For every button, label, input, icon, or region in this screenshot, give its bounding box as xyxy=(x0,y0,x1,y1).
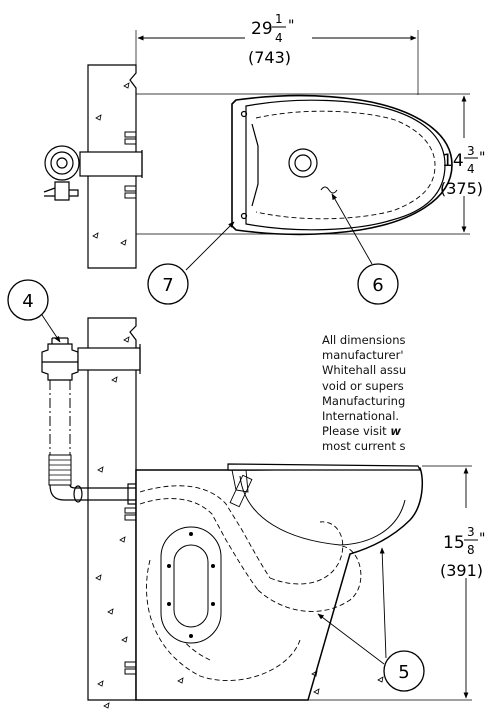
dim-width-unit: " xyxy=(479,150,485,166)
note-line-7: Please visit w xyxy=(322,424,491,439)
dim-height-whole: 15 xyxy=(443,533,465,553)
wall-hatch-side xyxy=(95,336,130,687)
side-wall-section xyxy=(87,317,137,701)
callout-5: 5 xyxy=(317,547,425,692)
note-line-6: International. xyxy=(322,409,400,424)
dim-length-unit: " xyxy=(288,18,294,34)
callout-6: 6 xyxy=(331,193,399,305)
dim-height-unit: " xyxy=(479,531,485,547)
callout-6-label: 6 xyxy=(372,275,383,296)
disclaimer-note: All dimensions manufacturer' Whitehall a… xyxy=(322,333,491,455)
dim-width: 14 3 4 " (375) xyxy=(440,95,485,233)
plate-bolts xyxy=(167,532,215,638)
dim-length: 29 1 4 " (743) xyxy=(137,12,417,67)
dim-height-metric: (391) xyxy=(440,561,483,580)
dim-length-whole: 29 xyxy=(251,19,273,39)
water-swirl xyxy=(320,186,338,194)
wall-bolts-top xyxy=(124,131,137,199)
dim-width-den: 4 xyxy=(467,162,475,176)
supply-pipe-top xyxy=(79,151,143,177)
dim-length-metric: (743) xyxy=(248,48,291,67)
floor-marks xyxy=(103,670,384,709)
note-line-5: Manufacturing xyxy=(322,393,406,408)
side-view xyxy=(41,317,472,709)
dim-length-den: 4 xyxy=(275,31,283,45)
website-link-fragment[interactable]: w xyxy=(390,424,401,439)
valve-top-outer xyxy=(44,145,80,181)
valve-stop xyxy=(54,181,70,201)
note-line-1: All dimensions xyxy=(322,333,406,347)
dim-width-metric: (375) xyxy=(440,179,483,198)
note-line-7-text: Please visit xyxy=(322,424,391,439)
note-line-3: Whitehall assu xyxy=(322,363,407,378)
note-line-2: manufacturer' xyxy=(322,348,404,363)
dim-height: 15 3 8 " (391) xyxy=(440,467,485,699)
dim-width-whole: 14 xyxy=(442,151,464,171)
callout-4: 4 xyxy=(7,279,61,343)
bowl-outline-top xyxy=(231,94,453,236)
top-view xyxy=(43,30,470,269)
bowl-profile-side xyxy=(135,467,424,701)
callout-7-label: 7 xyxy=(162,275,173,296)
dim-height-num: 3 xyxy=(467,525,475,539)
note-line-4: void or supers xyxy=(322,378,404,393)
callout-7: 7 xyxy=(147,221,235,305)
callout-4-label: 4 xyxy=(22,291,33,312)
dim-length-num: 1 xyxy=(275,12,283,26)
dim-height-den: 8 xyxy=(467,543,475,557)
spud-top xyxy=(288,148,318,178)
callout-5-label: 5 xyxy=(398,662,409,683)
wall-hatch-top xyxy=(92,82,130,246)
dim-width-num: 3 xyxy=(467,144,475,158)
note-line-8: most current s xyxy=(322,439,406,454)
